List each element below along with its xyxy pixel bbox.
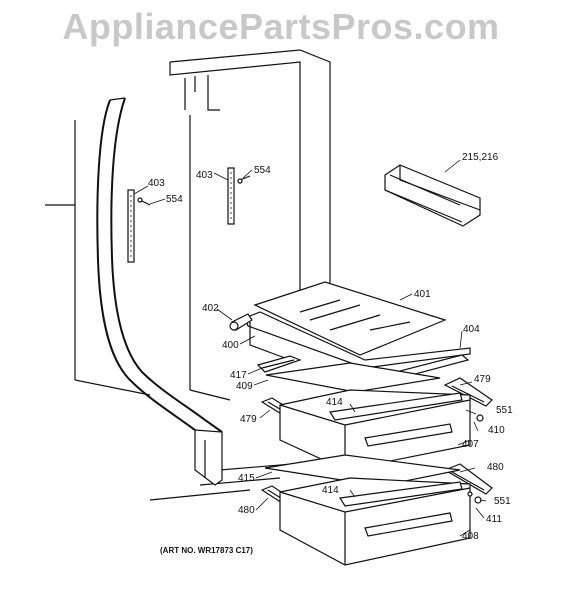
drawer-slide-right-upper (443, 377, 493, 407)
callout-414-lower: 414 (322, 485, 339, 496)
shelf-channel-417 (256, 355, 302, 373)
screw-left (137, 197, 151, 206)
door-gasket (96, 97, 223, 486)
callout-415: 415 (238, 473, 255, 484)
callout-554-right: 554 (254, 165, 271, 176)
drawer-slide-right-lower (443, 463, 493, 495)
callout-408: 408 (462, 531, 479, 542)
shelf-bracket-402 (229, 313, 253, 331)
callout-479-left: 479 (240, 414, 257, 425)
callout-411: 411 (486, 514, 502, 525)
callout-403-left: 403 (148, 178, 165, 189)
callout-404: 404 (463, 324, 480, 335)
callout-410: 410 (488, 425, 505, 436)
callout-480-right: 480 (487, 462, 504, 473)
leader-lines (133, 159, 487, 537)
callout-402: 402 (202, 303, 219, 314)
callout-409: 409 (236, 381, 253, 392)
shelf-support-left (127, 189, 135, 263)
screw-right (237, 175, 251, 184)
crisper-drawer-lower (264, 454, 471, 566)
watermark-logo: AppliancePartsPros.com (62, 6, 500, 47)
callout-479-right: 479 (474, 374, 491, 385)
callout-215-216: 215,216 (462, 152, 499, 163)
crisper-cover (265, 362, 441, 393)
crisper-drawer-upper (279, 389, 471, 471)
callout-400: 400 (222, 340, 239, 351)
glass-shelf (244, 281, 471, 369)
callout-401: 401 (414, 289, 431, 300)
drawer-bracket-410 (476, 414, 484, 422)
callout-417: 417 (230, 370, 247, 381)
shelf-support-right (227, 167, 235, 225)
callout-403-right: 403 (196, 170, 213, 181)
art-number: (ART NO. WR17873 C17) (160, 546, 253, 555)
callout-414-upper: 414 (326, 397, 343, 408)
callout-480-left: 480 (238, 505, 255, 516)
callout-551-upper: 551 (496, 405, 513, 416)
callout-551-lower: 551 (494, 496, 511, 507)
door-bin (384, 164, 481, 227)
callout-407: 407 (462, 439, 479, 450)
callout-554-left: 554 (166, 194, 183, 205)
